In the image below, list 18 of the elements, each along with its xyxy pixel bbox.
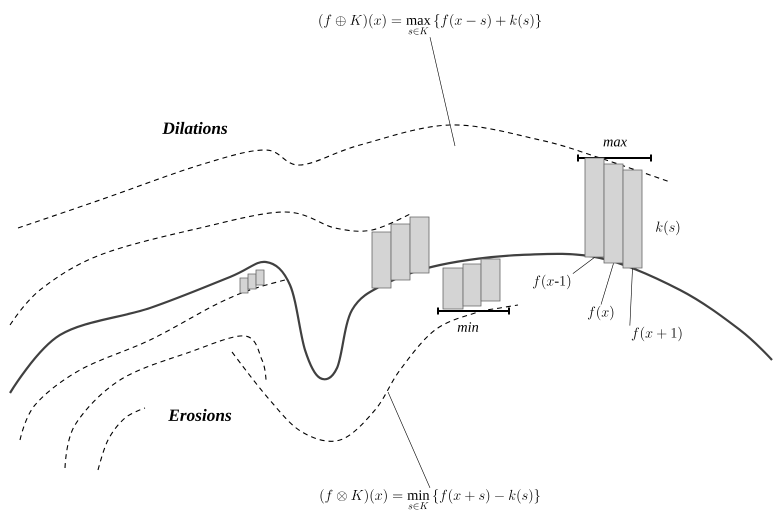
leader-line: [388, 392, 430, 488]
formula: $(f \otimes K)(x) = \min_{s\in K}\left\{f(x+s)-k(s)\right\}$: [320, 489, 540, 510]
leader-line: [572, 257, 595, 274]
function-label: $k(s)$: [656, 220, 680, 236]
range-label: max: [604, 140, 627, 146]
bar: [584, 158, 604, 258]
range-label: min: [458, 322, 478, 332]
leader-line: [430, 36, 456, 146]
bar: [604, 164, 624, 264]
leader-line: [630, 268, 633, 326]
formula: $(f \oplus K)(x) = \max_{s\in K}\left\{f(x-s)+k(s)\right\}$: [319, 14, 541, 35]
heading: Erosions: [168, 408, 232, 422]
function-label: $f(x\text{-}1)$: [533, 274, 570, 290]
bar: [622, 170, 642, 268]
leader-line: [600, 263, 614, 305]
function-label: $f(x)$: [588, 306, 614, 320]
heading: Dilations: [162, 122, 228, 134]
function-label: $f(x+1)$: [632, 326, 682, 342]
